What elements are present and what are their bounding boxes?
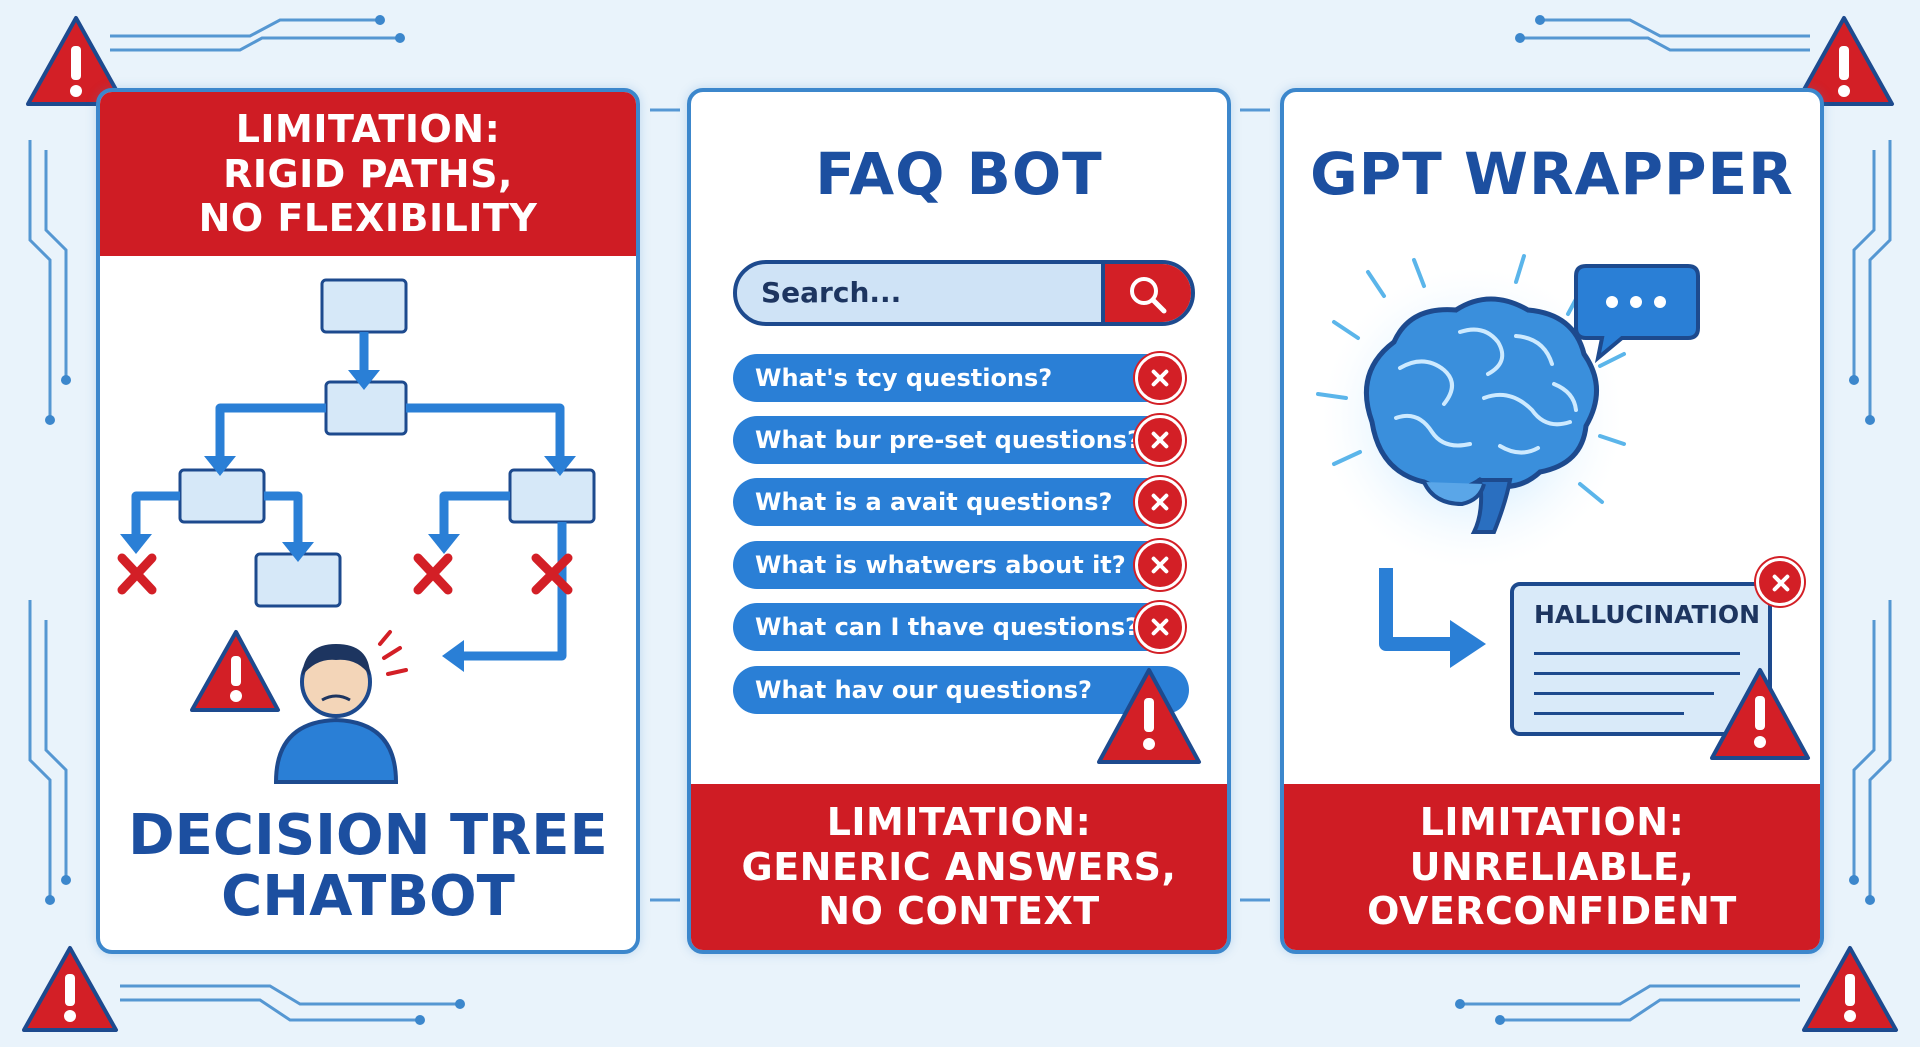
limitation-text: NO CONTEXT bbox=[818, 889, 1100, 934]
close-icon bbox=[1135, 477, 1185, 527]
flowchart-icon bbox=[117, 278, 596, 784]
limitation-text: RIGID PATHS, bbox=[223, 151, 513, 196]
faq-question[interactable]: What is whatwers about it? bbox=[733, 541, 1173, 589]
warning-icon bbox=[26, 16, 126, 106]
text-line bbox=[1534, 652, 1740, 655]
gpt-wrapper-panel: GPT WRAPPER bbox=[1280, 88, 1824, 954]
faq-question[interactable]: What hav our questions? bbox=[733, 666, 1189, 714]
brain-icon bbox=[1363, 296, 1599, 534]
limitation-text: OVERCONFIDENT bbox=[1367, 889, 1737, 934]
warning-icon bbox=[1794, 16, 1894, 106]
text-line bbox=[1534, 712, 1684, 715]
warning-icon bbox=[22, 946, 118, 1032]
limitation-banner: LIMITATION: UNRELIABLE, OVERCONFIDENT bbox=[1284, 784, 1820, 950]
warning-icon bbox=[1802, 946, 1898, 1032]
limitation-text: NO FLEXIBILITY bbox=[198, 196, 538, 241]
limitation-label: LIMITATION: bbox=[235, 106, 501, 151]
limitation-label: LIMITATION: bbox=[1419, 799, 1685, 844]
faq-question[interactable]: What bur pre-set questions? bbox=[733, 416, 1173, 464]
error-x-icon bbox=[117, 553, 573, 595]
search-button[interactable] bbox=[1101, 264, 1191, 322]
panel-title: DECISION TREE CHATBOT bbox=[100, 805, 636, 928]
faq-bot-panel: FAQ BOT Search... What's tcy questions? … bbox=[687, 88, 1231, 954]
text-line bbox=[1534, 672, 1740, 675]
close-icon bbox=[1135, 602, 1185, 652]
frustrated-user-icon bbox=[273, 630, 408, 784]
close-icon bbox=[1135, 540, 1185, 590]
limitation-label: LIMITATION: bbox=[826, 799, 1092, 844]
limitation-text: GENERIC ANSWERS, bbox=[741, 844, 1177, 889]
brain-illustration bbox=[1316, 254, 1700, 668]
text-line bbox=[1534, 692, 1714, 695]
title-line: CHATBOT bbox=[221, 864, 515, 930]
arrow-icon bbox=[1379, 568, 1486, 668]
hallucination-card: HALLUCINATION bbox=[1510, 582, 1772, 736]
close-icon bbox=[1135, 353, 1185, 403]
faq-question[interactable]: What can I thave questions? bbox=[733, 603, 1173, 651]
search-placeholder: Search... bbox=[761, 276, 902, 309]
decision-tree-panel: LIMITATION: RIGID PATHS, NO FLEXIBILITY bbox=[96, 88, 640, 954]
limitation-text: UNRELIABLE, bbox=[1409, 844, 1695, 889]
hallucination-label: HALLUCINATION bbox=[1534, 600, 1761, 629]
limitation-banner: LIMITATION: GENERIC ANSWERS, NO CONTEXT bbox=[691, 784, 1227, 950]
close-icon bbox=[1756, 558, 1804, 606]
search-icon bbox=[1130, 277, 1167, 314]
limitation-banner: LIMITATION: RIGID PATHS, NO FLEXIBILITY bbox=[100, 92, 636, 256]
faq-question[interactable]: What's tcy questions? bbox=[733, 354, 1173, 402]
panel-title: FAQ BOT bbox=[815, 140, 1103, 208]
panel-title: GPT WRAPPER bbox=[1310, 140, 1794, 208]
title-line: DECISION TREE bbox=[128, 802, 608, 868]
close-icon bbox=[1135, 415, 1185, 465]
search-input[interactable]: Search... bbox=[733, 260, 1195, 326]
warning-icon bbox=[190, 630, 280, 712]
chat-bubble-icon bbox=[1574, 264, 1700, 364]
faq-question[interactable]: What is a avait questions? bbox=[733, 478, 1173, 526]
